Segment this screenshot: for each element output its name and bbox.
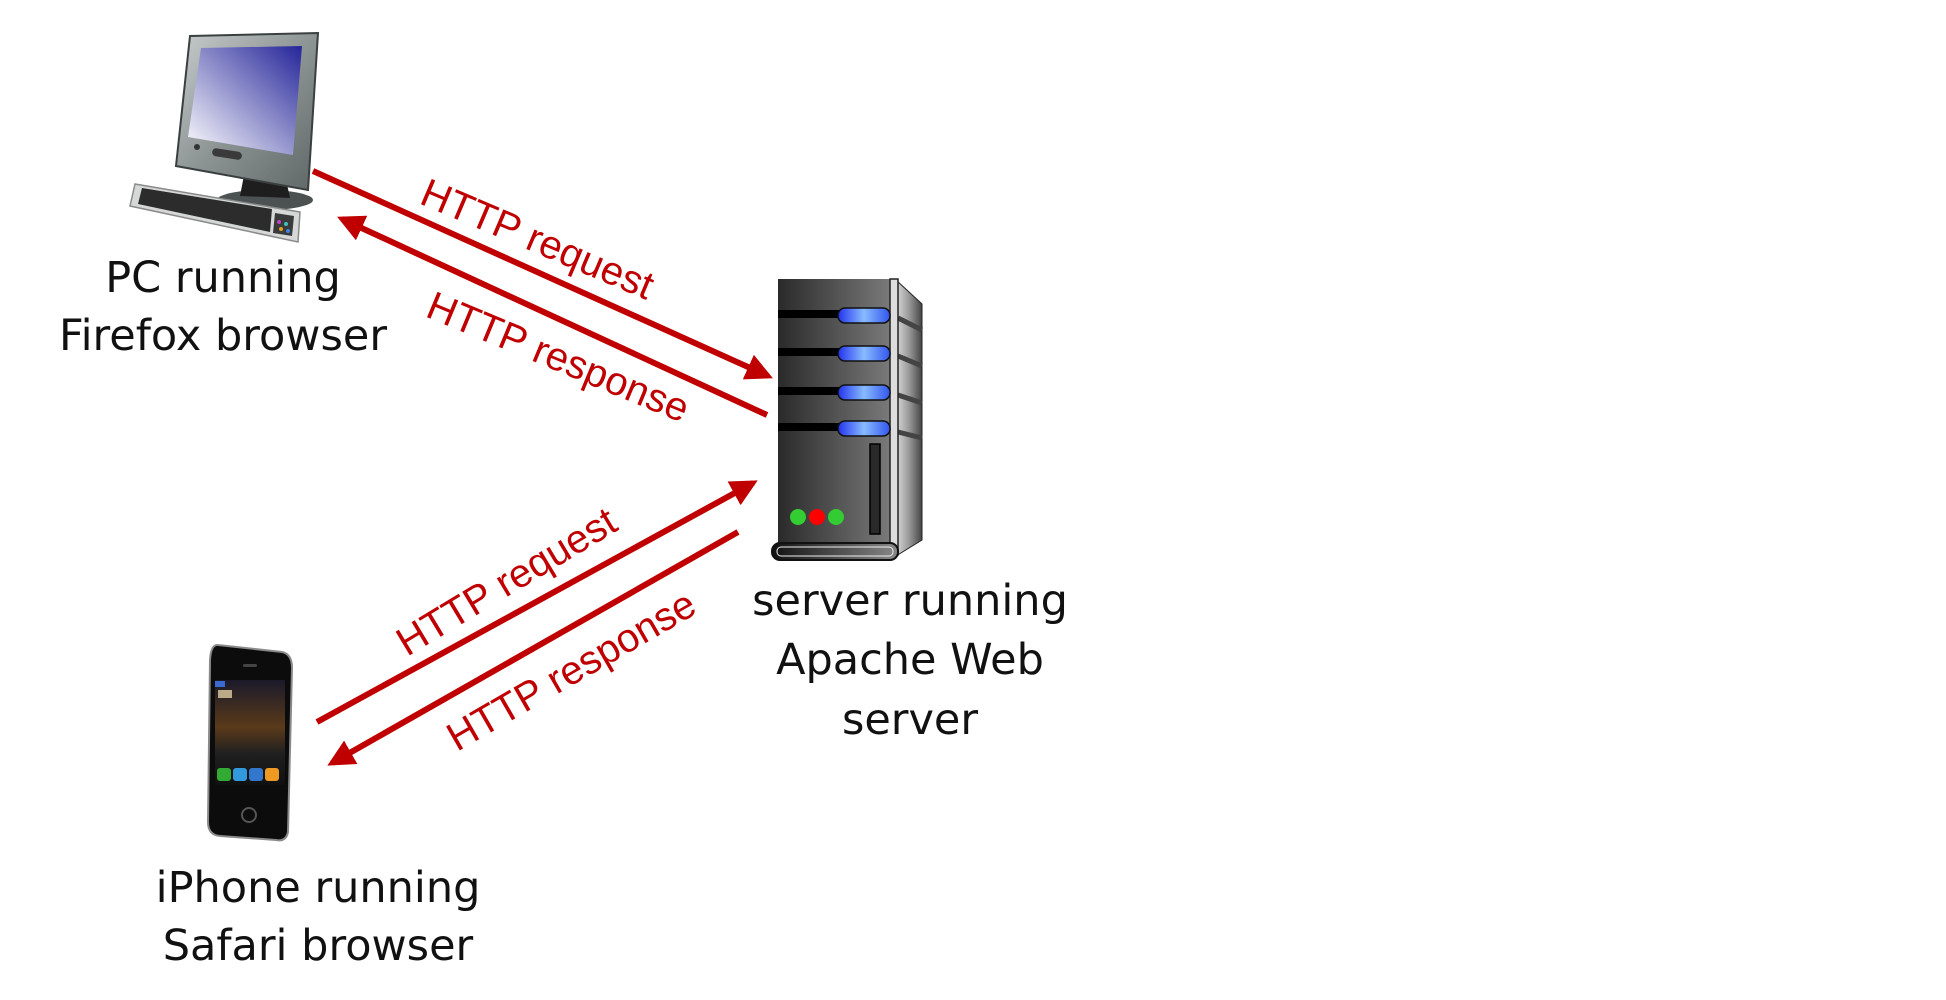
server-label: server running Apache Web server [752, 576, 1068, 745]
arrow-server-to-iphone-response [327, 529, 740, 766]
arrow-iphone-to-server-request [315, 480, 758, 725]
drive-bays [778, 307, 891, 437]
smartphone-icon [206, 643, 294, 842]
arrow-server-to-pc-response [337, 215, 769, 418]
server-led-3 [828, 509, 844, 525]
server-label-line-2: Apache Web [776, 635, 1044, 685]
server-tower-icon [771, 278, 924, 561]
pc-label-line-2: Firefox browser [59, 311, 387, 361]
server-label-line-3: server [842, 695, 978, 745]
label-pc-request: HTTP request [414, 171, 660, 309]
desktop-computer-icon [129, 31, 320, 243]
iphone-label-line-1: iPhone running [156, 863, 481, 913]
pc-label-line-1: PC running [105, 253, 341, 303]
label-pc-response: HTTP response [421, 284, 696, 432]
iphone-label: iPhone running Safari browser [156, 863, 481, 971]
pc-label: PC running Firefox browser [59, 253, 387, 361]
arrow-pc-to-server-request [311, 168, 773, 380]
iphone-label-line-2: Safari browser [163, 921, 474, 971]
server-label-line-1: server running [752, 576, 1068, 626]
server-led-2 [809, 509, 825, 525]
server-led-1 [790, 509, 806, 525]
